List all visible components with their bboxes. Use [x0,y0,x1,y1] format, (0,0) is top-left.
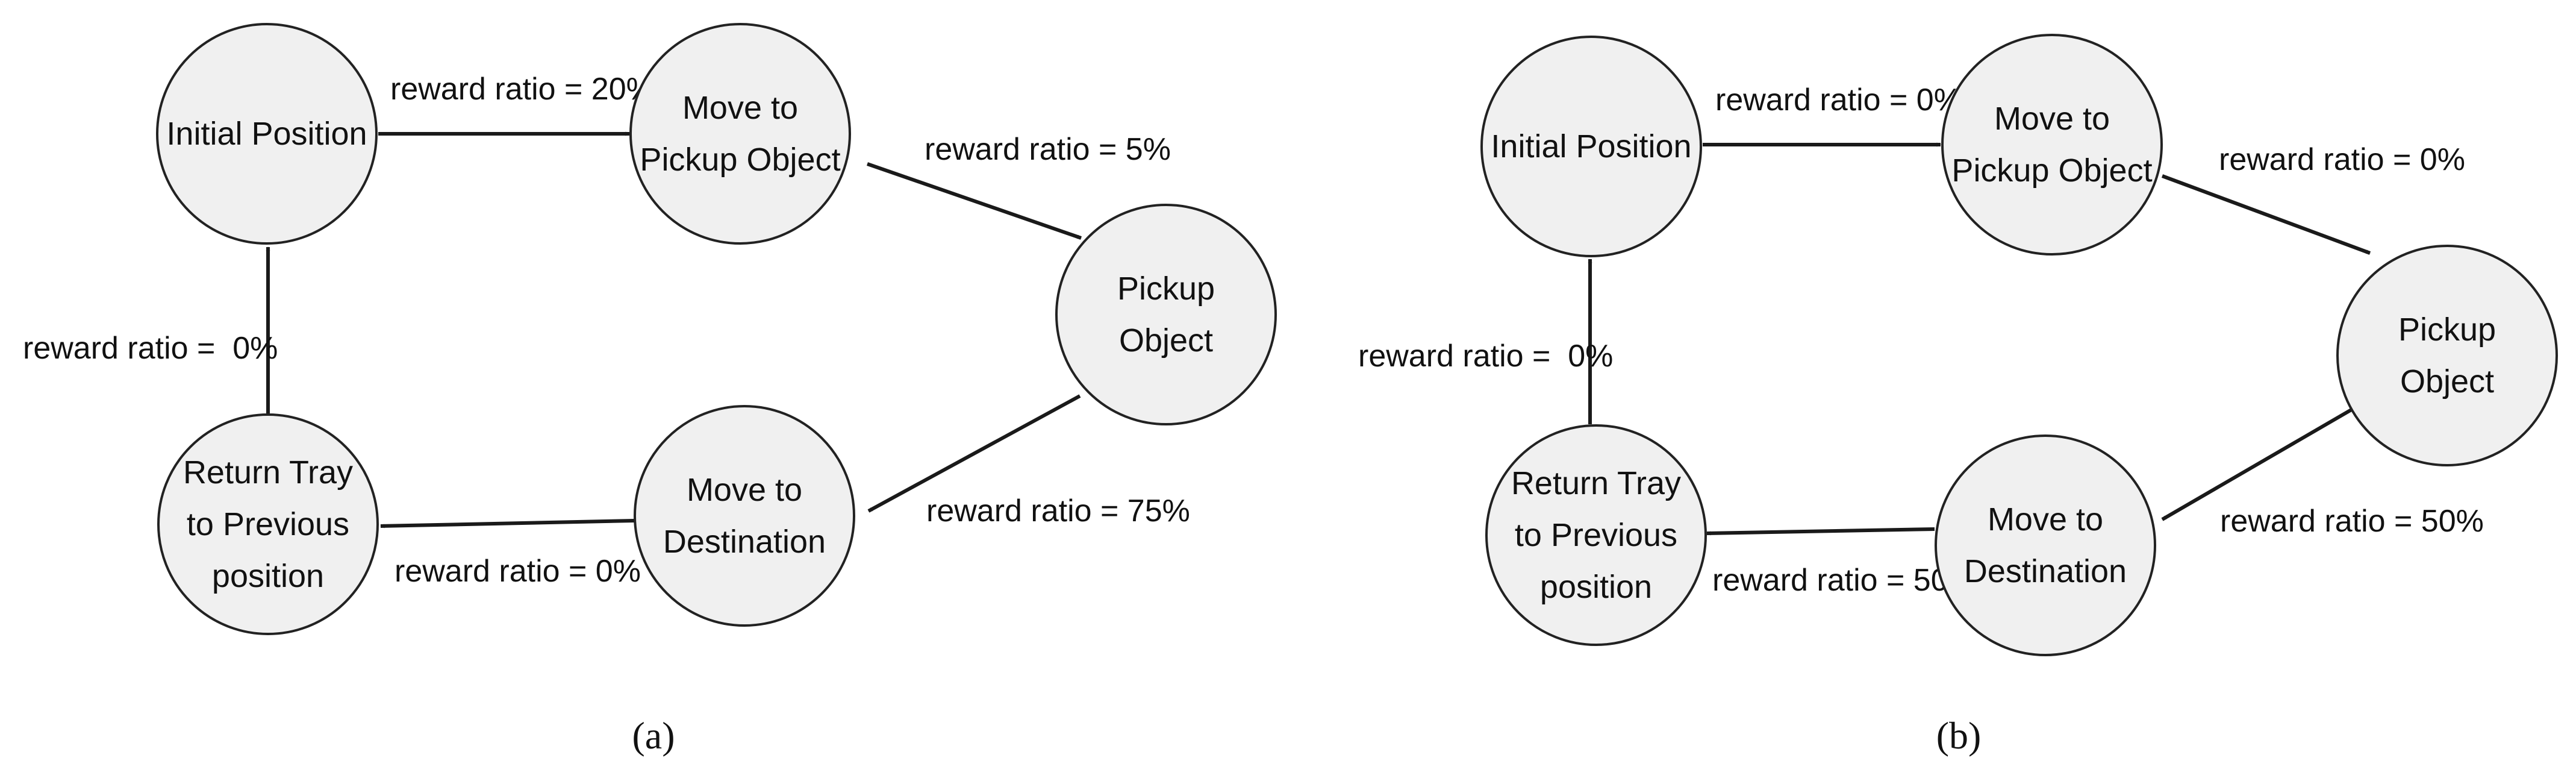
edge-label: reward ratio = 50% [2220,504,2484,539]
panel-caption: (a) [632,714,675,757]
state-label-line: Object [2400,363,2494,400]
state-circle [1935,434,2156,656]
state-label-line: position [212,558,324,594]
state-label-line: Destination [663,524,826,560]
edge-pickup-to-move_dest: reward ratio = 50% [2161,400,2484,539]
state-circle [157,413,379,635]
edge-label: reward ratio = 75% [926,494,1190,529]
edge-pickup-to-move_dest: reward ratio = 75% [867,394,1190,529]
edge-label: reward ratio = 50% [1712,563,1976,598]
edge-move_pickup-to-pickup: reward ratio = 0% [2161,142,2465,255]
edge-label: reward ratio = 0% [395,554,641,589]
diagram-panel-a: reward ratio = 20% reward ratio = 5% rewar… [23,23,1277,757]
edge-move_dest-to-return_tray: reward ratio = 50% [1706,527,1976,598]
edge-arrow [1706,527,1935,536]
edge-move_pickup-to-pickup: reward ratio = 5% [867,132,1171,240]
state-label-line: position [1540,569,1652,605]
state-label-line: Move to [1994,101,2110,137]
state-node-initial: Initial Position [156,23,378,245]
edge-label: reward ratio = 0% [1715,83,1962,118]
state-label-line: Return Tray [183,454,353,491]
edge-label: reward ratio = 0% [2219,142,2465,177]
state-label-line: Initial Position [1491,128,1691,165]
state-node-move-pickup: Move to Pickup Object [1941,34,2163,256]
edge-move_dest-to-return_tray: reward ratio = 0% [380,519,641,589]
state-node-move-dest: Move to Destination [634,405,855,627]
edge-label: reward ratio = 0% [1358,339,1613,374]
edge-label: reward ratio = 0% [23,331,278,366]
state-label-line: Move to [682,90,798,126]
state-circle [1941,34,2163,256]
state-circle [1480,36,1702,257]
edge-arrow [380,519,635,529]
state-label-line: Initial Position [166,116,367,152]
state-node-move-dest: Move to Destination [1935,434,2156,656]
state-label-line: to Previous [187,506,349,542]
state-label-line: to Previous [1515,517,1677,553]
state-circle [634,405,855,627]
state-label-line: Pickup [2398,312,2496,348]
state-label-line: Move to [687,472,802,508]
panel-caption: (b) [1936,714,1982,757]
state-node-initial: Initial Position [1480,36,1702,257]
edge-arrow [2161,174,2371,255]
state-label-line: Pickup Object [640,142,840,178]
state-label-line: Destination [1964,553,2127,589]
state-node-return-tray: Return Tray to Previous position [1485,424,1707,646]
edge-initial-to-move_pickup: reward ratio = 20% [378,72,654,136]
state-circle [1485,424,1707,646]
edge-initial-to-move_pickup: reward ratio = 0% [1703,83,1962,147]
state-circle [629,23,851,245]
state-label-line: Pickup Object [1951,152,2152,189]
edge-label: reward ratio = 20% [390,72,654,107]
state-label-line: Object [1119,322,1213,359]
state-label-line: Return Tray [1511,465,1681,501]
state-node-return-tray: Return Tray to Previous position [157,413,379,635]
diagram-panel-b: reward ratio = 0% reward ratio = 0% reward… [1358,34,2558,757]
state-node-move-pickup: Move to Pickup Object [629,23,851,245]
state-label-line: Move to [1988,501,2103,538]
state-label-line: Pickup [1117,271,1215,307]
state-circle [156,23,378,245]
edge-label: reward ratio = 5% [925,132,1171,167]
state-circle [1055,204,1277,425]
edge-arrow [867,162,1082,240]
edge-arrow [2161,400,2367,521]
state-circle [2336,245,2558,466]
edge-return_tray-to-initial: reward ratio = 0% [23,246,278,413]
edge-return_tray-to-initial: reward ratio = 0% [1358,259,1613,424]
edge-arrow [867,394,1081,513]
